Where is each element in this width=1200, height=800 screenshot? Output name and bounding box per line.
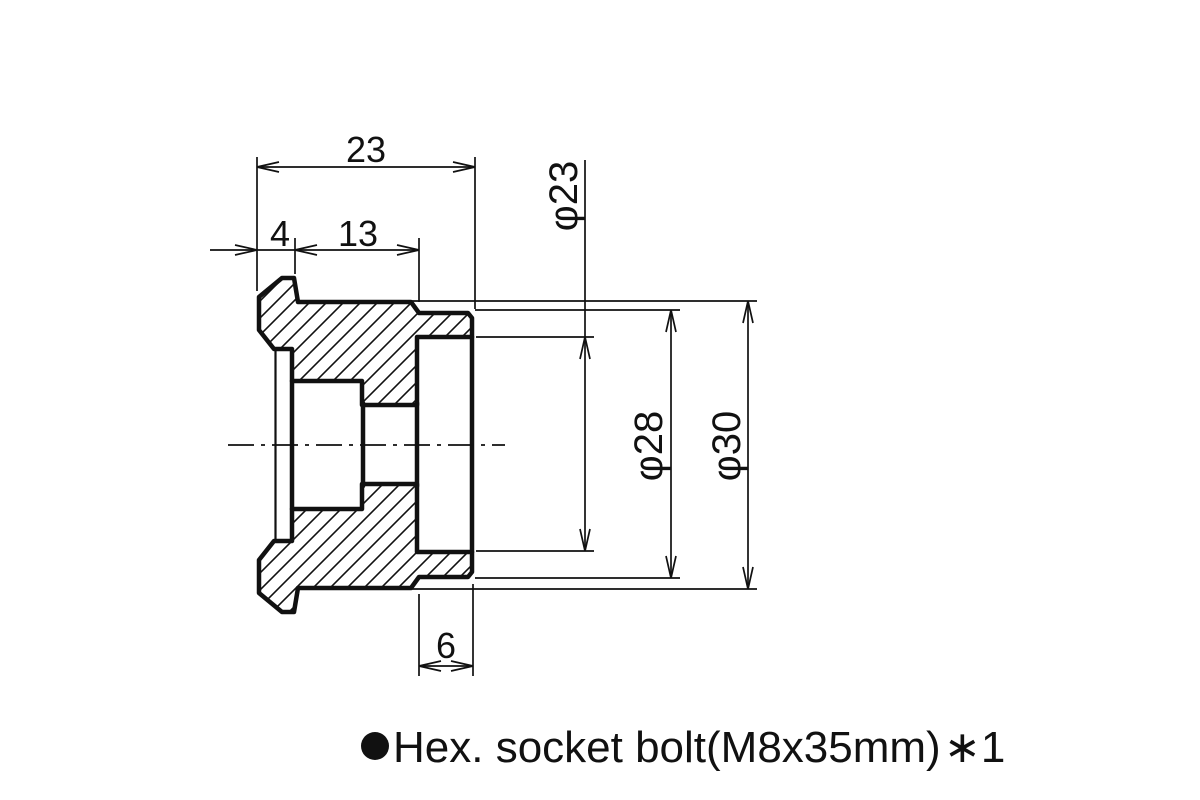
dim-boss-length: 6 [418, 584, 474, 676]
dim-recess-diameter: φ23 [476, 160, 594, 552]
section-upper-half [256, 275, 475, 408]
dim-overall-length: 23 [256, 129, 476, 309]
dim-label-flange-length: 4 [270, 213, 290, 254]
arrowhead-down [665, 555, 677, 579]
dim-flange-and-body-length: 4 13 [210, 213, 420, 302]
part-section-view [228, 275, 505, 615]
parts-note: Hex. socket bolt(M8x35mm) ∗1 [361, 723, 1005, 772]
section-lower-half [256, 481, 475, 615]
bullet-icon [361, 732, 389, 760]
dim-label-boss-length: 6 [436, 625, 456, 666]
parts-note-quantity: ∗1 [944, 723, 1005, 772]
arrowhead-up [665, 309, 677, 333]
dim-step-diameter: φ28 [475, 309, 680, 579]
arrowhead-left [418, 660, 442, 672]
dim-label-body-length: 13 [338, 213, 378, 254]
arrowhead-down [579, 528, 591, 552]
dim-body-diameter: φ30 [408, 300, 757, 590]
arrowhead-right [396, 244, 420, 256]
dim-label-body-diameter: φ30 [705, 411, 749, 481]
arrowhead-down [742, 566, 754, 590]
arrowhead-left [256, 161, 280, 173]
arrowhead-right [452, 161, 476, 173]
parts-note-label: Hex. socket bolt(M8x35mm) [393, 723, 941, 772]
dim-label-step-diameter: φ28 [627, 411, 671, 481]
dim-label-overall-length: 23 [346, 129, 386, 170]
dim-label-recess-diameter: φ23 [542, 161, 586, 231]
arrowhead-up [742, 300, 754, 324]
arrowhead-right [234, 244, 258, 256]
arrowhead-up [579, 336, 591, 360]
arrowhead-right [450, 660, 474, 672]
arrowhead-left [294, 244, 318, 256]
